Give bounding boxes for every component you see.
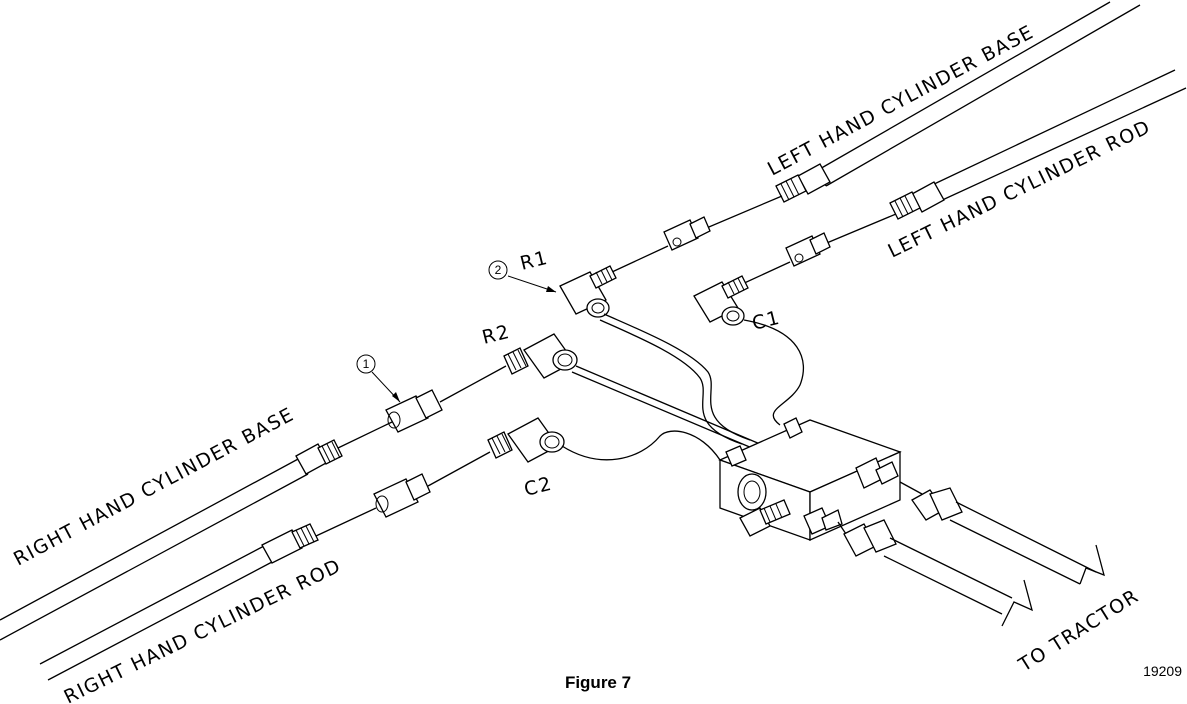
valve-block — [718, 417, 902, 542]
c2-elbow — [487, 417, 721, 463]
rh-base-union — [385, 365, 507, 433]
callout-2: 2 — [488, 260, 557, 293]
r1-elbow — [559, 265, 751, 445]
c1-elbow — [693, 275, 804, 426]
figure-caption: Figure 7 — [565, 673, 631, 692]
lh-base-adapter — [611, 216, 711, 273]
callout-2-number: 2 — [495, 263, 502, 277]
callout-1: 1 — [356, 354, 401, 403]
lh-rod-hose — [809, 69, 1187, 251]
label-to-tractor: TO TRACTOR — [1014, 585, 1143, 677]
rh-base-hose — [0, 421, 393, 641]
lh-base-hose — [689, 1, 1141, 236]
label-rh-cylinder-base: RIGHT HAND CYLINDER BASE — [10, 403, 298, 570]
label-r2: R2 — [480, 321, 513, 349]
r2-elbow — [503, 333, 761, 449]
label-lh-cylinder-base: LEFT HAND CYLINDER BASE — [764, 21, 1038, 181]
rh-rod-hose — [39, 507, 377, 681]
label-r1: R1 — [518, 247, 551, 275]
callout-1-number: 1 — [363, 357, 370, 371]
tractor-hoses — [837, 481, 1105, 627]
label-rh-cylinder-rod: RIGHT HAND CYLINDER ROD — [61, 555, 345, 704]
label-c2: C2 — [522, 473, 555, 501]
lh-rod-adapter — [739, 232, 831, 286]
drawing-number: 19209 — [1143, 663, 1182, 679]
rh-rod-union — [373, 451, 491, 518]
